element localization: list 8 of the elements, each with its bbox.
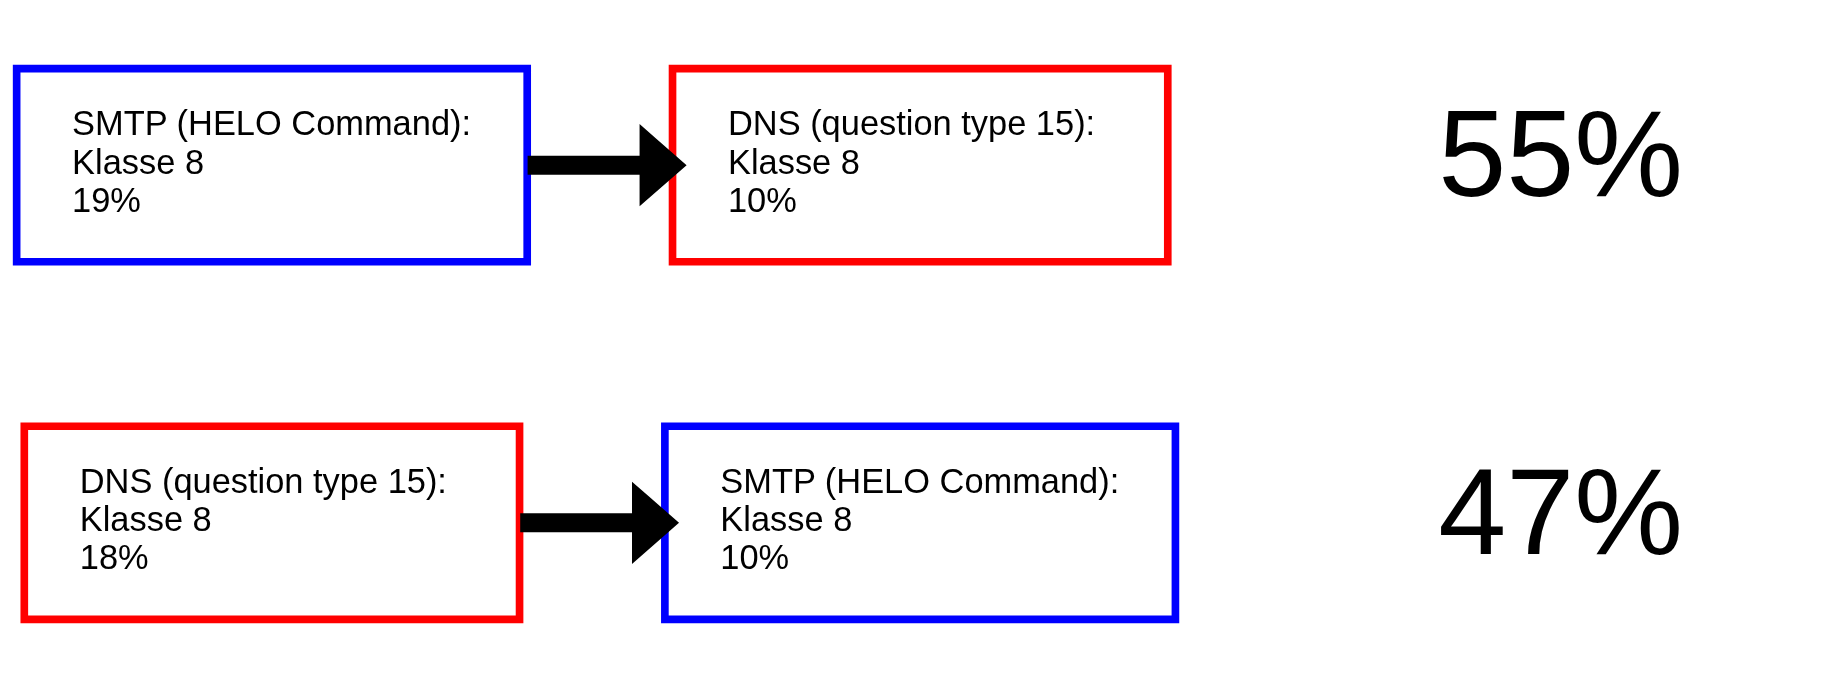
node-box: SMTP (HELO Command): Klasse 8 10% [661, 421, 1180, 623]
node-box: DNS (question type 15): Klasse 8 10% [668, 64, 1172, 266]
arrow [527, 123, 687, 206]
label: 55% [1438, 84, 1684, 222]
label: 47% [1438, 442, 1684, 580]
node-box: SMTP (HELO Command): Klasse 8 19% [12, 64, 532, 266]
node-box: DNS (question type 15): Klasse 8 18% [20, 421, 524, 623]
arrow [520, 481, 680, 564]
